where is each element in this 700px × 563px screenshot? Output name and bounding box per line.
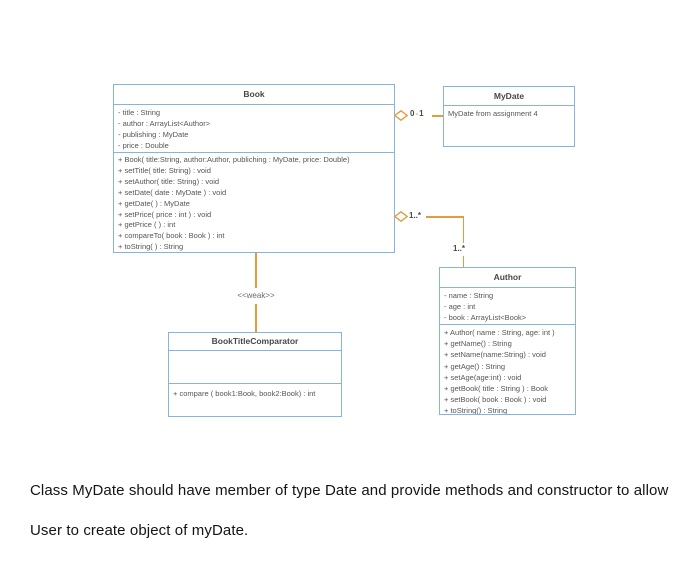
- multiplicity-1: 1: [419, 109, 424, 118]
- book-method: + toString( ) : String: [118, 242, 184, 252]
- book-attribute: - title : String: [118, 108, 161, 117]
- author-method: + getName() : String: [444, 339, 512, 349]
- class-name-book: Book: [114, 85, 394, 105]
- stereotype-weak-label: <<weak>>: [237, 291, 275, 300]
- book-method: + getPrice ( ) : int: [118, 220, 176, 230]
- multiplicity-dash: -: [415, 109, 419, 118]
- book-attributes-section: - title : String - author : ArrayList<Au…: [114, 105, 394, 153]
- book-method: + setDate( date : MyDate ) : void: [118, 187, 227, 197]
- book-method: + setTitle( title: String) : void: [118, 165, 211, 175]
- author-method: + setAge(age:int) : void: [444, 372, 522, 382]
- multiplicity-0: 0: [410, 109, 415, 118]
- author-attribute: - book : ArrayList<Book>: [444, 313, 527, 322]
- class-name-mydate: MyDate: [444, 87, 574, 106]
- book-method: + compareTo( book : Book ) : int: [118, 231, 225, 241]
- connector-line-book-author-v2: [462, 256, 464, 267]
- author-attribute: - name : String: [444, 291, 494, 300]
- comparator-methods-section: + compare ( book1:Book, book2:Book) : in…: [169, 384, 341, 416]
- connector-line-book-comparator-top: [255, 253, 257, 288]
- author-attributes-section: - name : String - age : int - book : Arr…: [440, 288, 575, 325]
- multiplicity-book-author-source: 1..*: [409, 211, 422, 220]
- class-box-mydate: MyDate MyDate from assignment 4: [443, 86, 575, 147]
- book-attribute: - author : ArrayList<Author>: [118, 119, 211, 128]
- comparator-method: + compare ( book1:Book, book2:Book) : in…: [173, 389, 316, 398]
- caption-line-1: Class MyDate should have member of type …: [30, 482, 669, 499]
- multiplicity-book-mydate: 0-1: [410, 110, 424, 118]
- class-box-author: Author - name : String - age : int - boo…: [439, 267, 576, 415]
- mydate-note-section: MyDate from assignment 4: [444, 106, 574, 146]
- book-method: + getDate( ) : MyDate: [118, 198, 190, 208]
- connector-line-book-author-h: [426, 216, 464, 218]
- connector-line-book-mydate: [432, 115, 443, 117]
- connector-line-book-comparator-bottom: [255, 304, 257, 332]
- connector-line-book-author-v1: [462, 216, 464, 243]
- book-attribute: - price : Double: [118, 141, 169, 150]
- class-box-booktitlecomparator: BookTitleComparator + compare ( book1:Bo…: [168, 332, 342, 417]
- author-method: + getAge() : String: [444, 361, 506, 371]
- comparator-attributes-section: [169, 351, 341, 384]
- aggregation-diamond-icon: [394, 211, 408, 222]
- author-methods-section: + Author( name : String, age: int ) + ge…: [440, 325, 575, 414]
- author-method: + Author( name : String, age: int ): [444, 328, 555, 337]
- caption-line-2: User to create object of myDate.: [30, 522, 249, 539]
- mydate-note: MyDate from assignment 4: [448, 109, 538, 118]
- author-method: + toString() : String: [444, 406, 508, 414]
- book-method: + Book( title:String, author:Author, pub…: [118, 155, 350, 164]
- book-method: + setPrice( price : int ) : void: [118, 209, 212, 219]
- author-method: + getBook( title : String ) : Book: [444, 384, 549, 394]
- class-name-author: Author: [440, 268, 575, 288]
- multiplicity-book-author-target: 1..*: [453, 244, 466, 253]
- book-attribute: - publishing : MyDate: [118, 130, 189, 139]
- class-box-book: Book - title : String - author : ArrayLi…: [113, 84, 395, 253]
- author-method: + setBook( book : Book ) : void: [444, 395, 547, 405]
- book-method: + setAuthor( title: String) : void: [118, 176, 220, 186]
- author-attribute: - age : int: [444, 302, 476, 311]
- aggregation-diamond-icon: [394, 110, 408, 121]
- author-method: + setName(name:String) : void: [444, 350, 546, 360]
- class-name-booktitlecomparator: BookTitleComparator: [169, 333, 341, 351]
- book-methods-section: + Book( title:String, author:Author, pub…: [114, 153, 394, 252]
